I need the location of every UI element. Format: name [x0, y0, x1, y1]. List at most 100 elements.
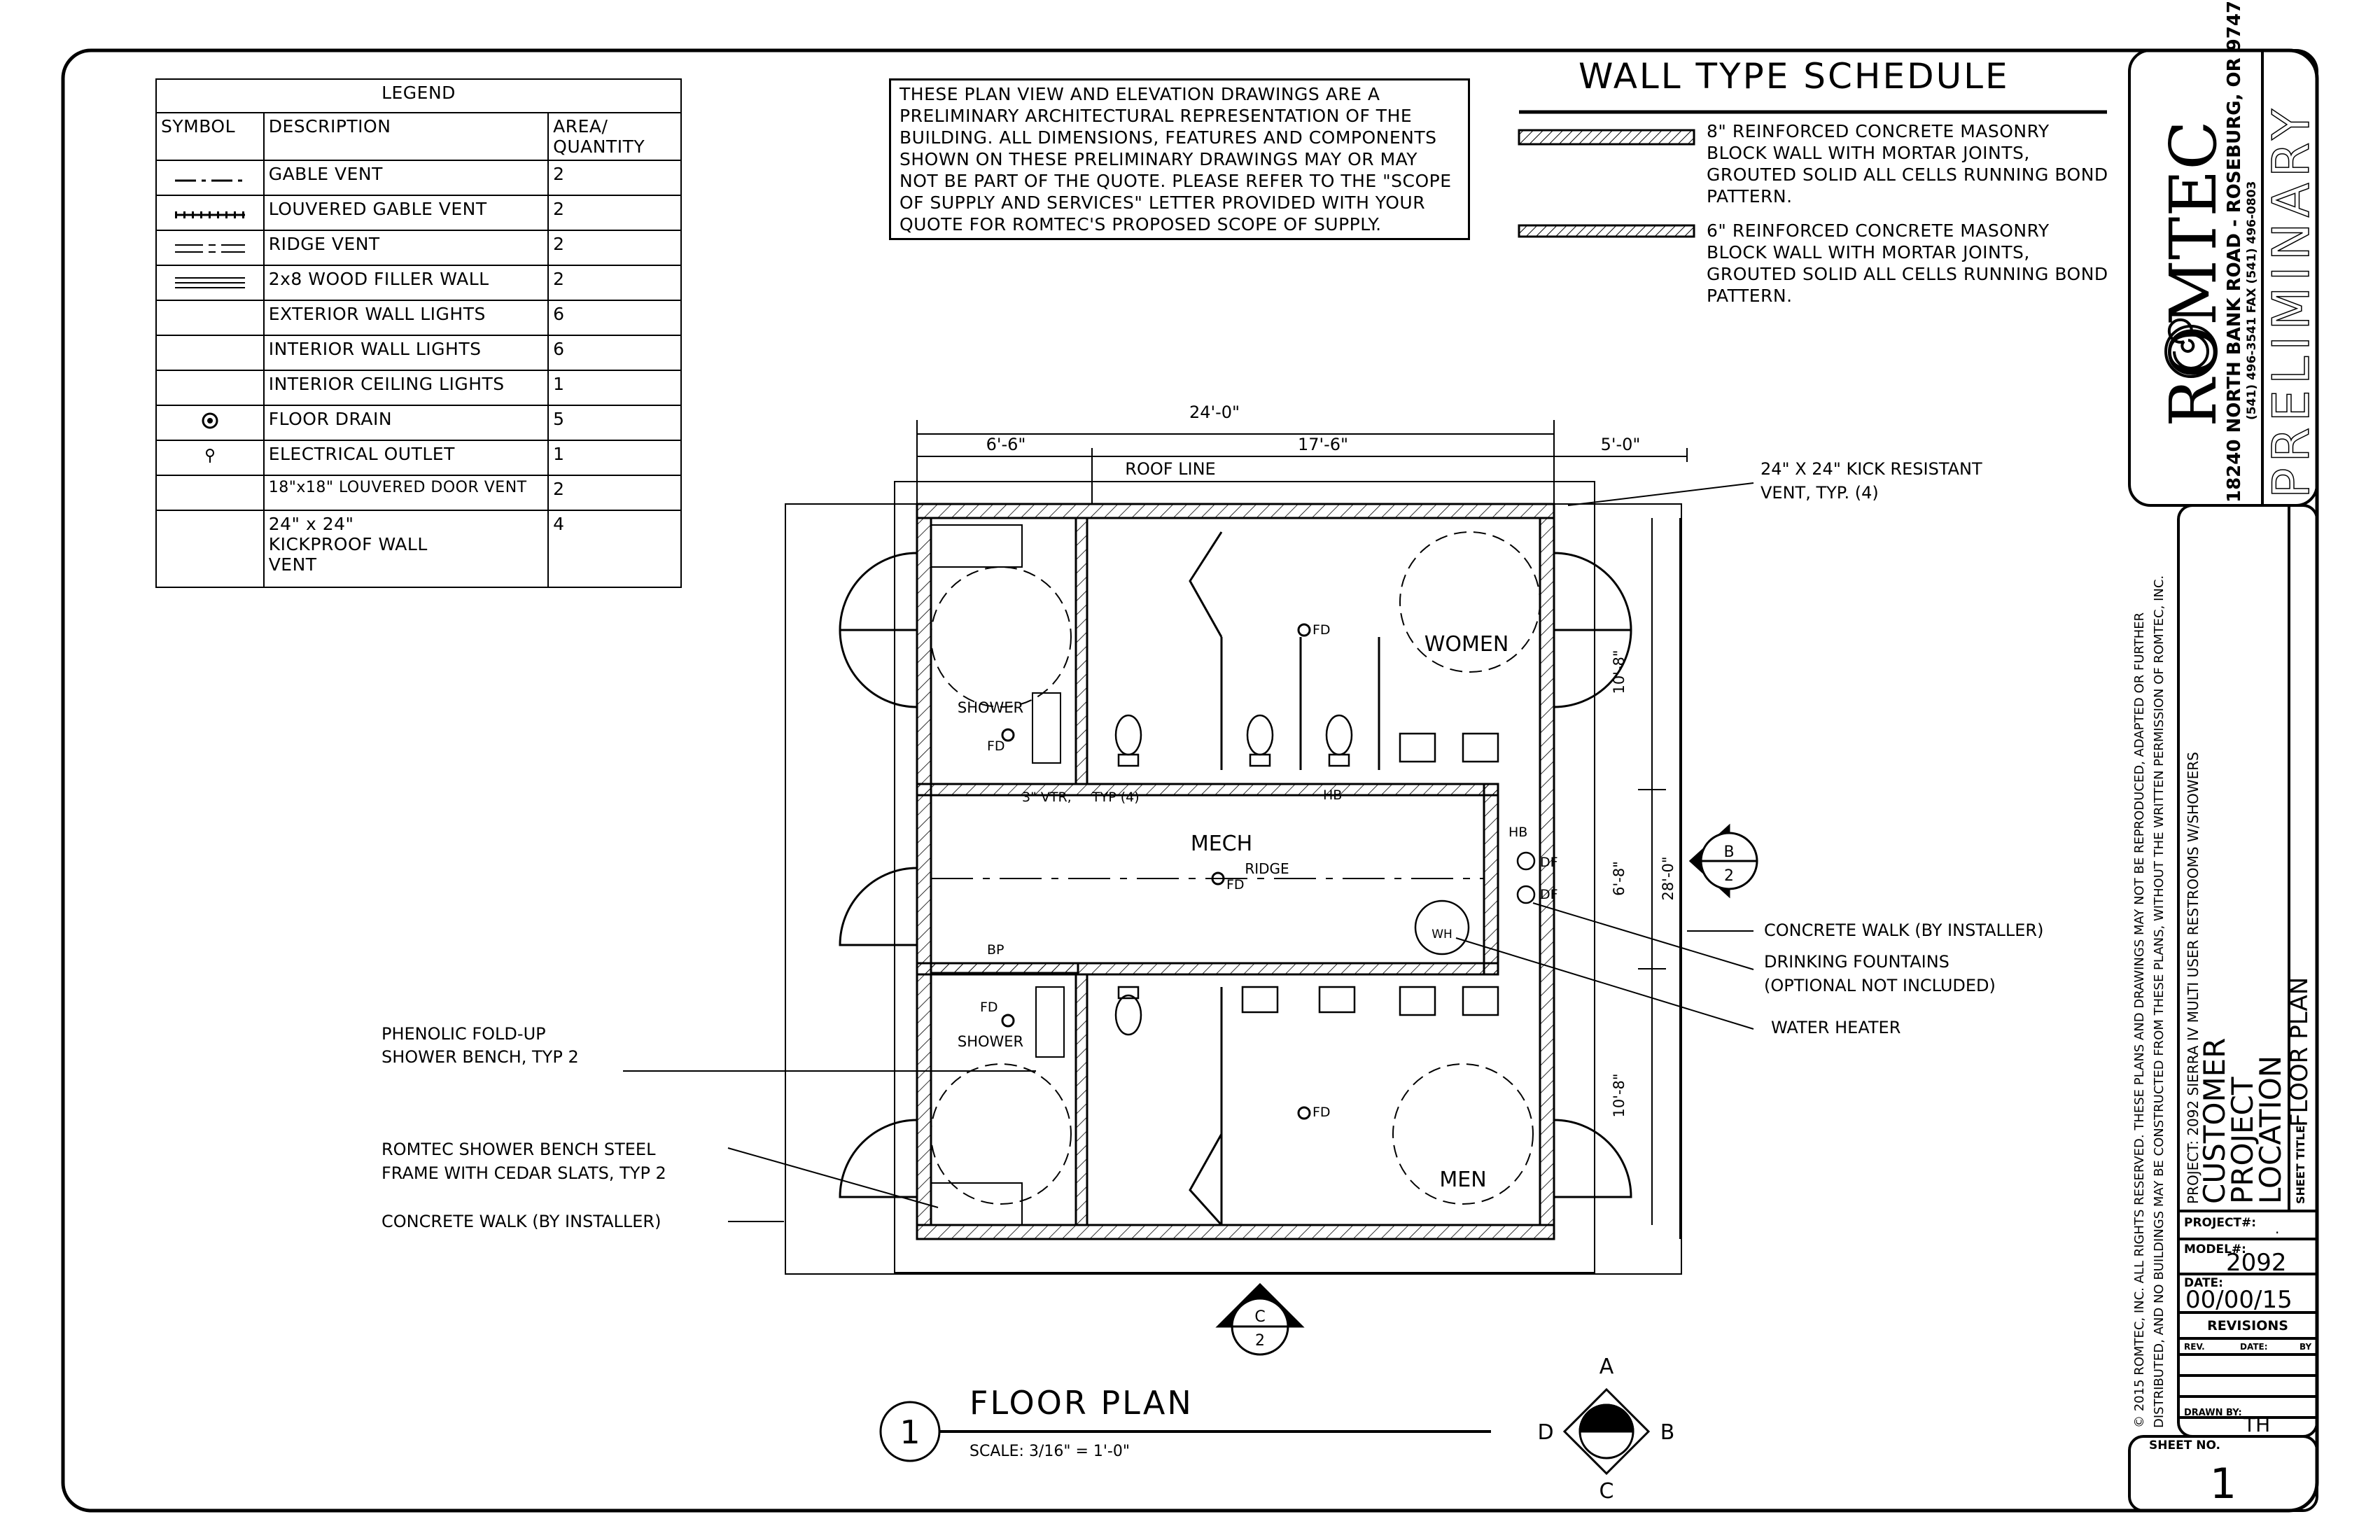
- north-arrow: [1562, 1387, 1651, 1476]
- copyright-line-2: DISTRIBUTED, AND NO BUILDINGS MAY BE CON…: [2152, 575, 2166, 1428]
- leader-lines: [623, 482, 1754, 1222]
- concrete-walk-left-label: CONCRETE WALK (BY INSTALLER): [382, 1212, 661, 1231]
- legend-description: ELECTRICAL OUTLET: [262, 440, 550, 476]
- plan-number: 1: [899, 1413, 920, 1451]
- plumbing-fixtures: [1114, 714, 1536, 1036]
- legend-row: LOUVERED GABLE VENT 2: [155, 195, 682, 231]
- typ4-label: TYP (4): [1091, 790, 1140, 805]
- exterior-walls: [916, 503, 1555, 1240]
- legend-quantity: 6: [547, 300, 682, 336]
- revisions-label: REVISIONS: [2207, 1318, 2288, 1334]
- section-b-number: 2: [1724, 867, 1734, 885]
- legend-quantity: 1: [547, 370, 682, 406]
- company-name: ROMTEC: [2156, 120, 2231, 427]
- mech-label: MECH: [1191, 832, 1252, 856]
- legend-title: LEGEND: [155, 78, 682, 113]
- legend-quantity: 2: [547, 160, 682, 196]
- dim-overall: 24'-0": [1189, 402, 1240, 422]
- legend-header-symbol: SYMBOL: [155, 112, 265, 161]
- legend-quantity: 2: [547, 265, 682, 301]
- shower-benches: [930, 524, 1065, 1226]
- legend-symbol-empty: [155, 370, 265, 406]
- customer-text: CUSTOMER: [2197, 1038, 2232, 1204]
- legend-quantity: 6: [547, 335, 682, 371]
- concrete-walk-outline: [894, 481, 1595, 1273]
- phenolic-label: PHENOLIC FOLD-UP: [382, 1024, 546, 1044]
- disclaimer-note: THESE PLAN VIEW AND ELEVATION DRAWINGS A…: [889, 78, 1470, 240]
- legend-header-description: DESCRIPTION: [262, 112, 550, 161]
- kick-vent-label: 24" x 24" KICK RESISTANT: [1760, 459, 1982, 479]
- compass-s: C: [1600, 1479, 1614, 1504]
- company-address: 18240 NORTH BANK ROAD - ROSEBURG, OR 974…: [2224, 0, 2245, 503]
- legend-description: 2x8 WOOD FILLER WALL: [262, 265, 550, 301]
- legend-description: LOUVERED GABLE VENT: [262, 195, 550, 231]
- plan-scale: SCALE: 3/16" = 1'-0": [969, 1443, 1130, 1460]
- interior-walls: [930, 517, 1380, 1226]
- section-c-letter: C: [1254, 1308, 1265, 1326]
- electrical-outlet-icon: [155, 440, 265, 476]
- floor-plan: [623, 420, 1758, 1476]
- ridge-label: RIDGE: [1245, 860, 1289, 877]
- bench-frame-label-2: FRAME WITH CEDAR SLATS, TYP 2: [382, 1163, 666, 1183]
- sheet-title-label: SHEET TITLE:: [2294, 1121, 2307, 1204]
- legend-description: 24" x 24" KICKPROOF WALL VENT: [262, 510, 550, 588]
- bp-label: BP: [987, 942, 1004, 958]
- fountains-label: DRINKING FOUNTAINS: [1764, 952, 1949, 972]
- roof-line-label: ROOF LINE: [1125, 459, 1215, 479]
- rev-by-col: BY: [2300, 1342, 2311, 1352]
- legend-description: FLOOR DRAIN: [262, 405, 550, 441]
- model-value: 2092: [2226, 1249, 2287, 1277]
- sheet-no-label: SHEET NO.: [2149, 1438, 2220, 1452]
- concrete-walk-right-label: CONCRETE WALK (BY INSTALLER): [1764, 920, 2043, 940]
- phenolic-label-2: SHOWER BENCH, TYP 2: [382, 1047, 579, 1067]
- sheet-no-value: 1: [2210, 1460, 2236, 1508]
- legend-symbol-empty: [155, 475, 265, 511]
- legend-row: INTERIOR CEILING LIGHTS 1: [155, 370, 682, 406]
- legend-row: FLOOR DRAIN 5: [155, 405, 682, 441]
- compass-n: A: [1600, 1354, 1614, 1379]
- compass-w: D: [1537, 1420, 1553, 1445]
- shower-top-label: SHOWER: [958, 699, 1023, 716]
- legend-description: RIDGE VENT: [262, 230, 550, 266]
- dim-right: 5'-0": [1601, 435, 1641, 454]
- fd-label-3: FD: [1226, 877, 1245, 892]
- legend-description: 18"x18" LOUVERED DOOR VENT: [262, 475, 550, 511]
- bench-frame-label: ROMTEC SHOWER BENCH STEEL: [382, 1140, 656, 1159]
- legend-row: RIDGE VENT 2: [155, 230, 682, 266]
- sheet-title-value: FLOOR PLAN: [2286, 977, 2314, 1127]
- section-b-letter: B: [1723, 844, 1734, 861]
- shower-bot-label: SHOWER: [958, 1033, 1023, 1050]
- project-no-value: .: [2275, 1220, 2279, 1237]
- dim-mid: 17'-6": [1298, 435, 1348, 454]
- legend-symbol-empty: [155, 510, 265, 588]
- wall-type-symbols: [1518, 110, 2107, 238]
- fountains-label-2: (OPTIONAL NOT INCLUDED): [1764, 976, 1996, 995]
- romtec-logo-icon: [2164, 318, 2218, 378]
- legend-row: 24" x 24" KICKPROOF WALL VENT 4: [155, 510, 682, 588]
- wood-filler-wall-symbol: [155, 265, 265, 301]
- compass-e: B: [1660, 1420, 1675, 1445]
- rev-date-col: DATE:: [2240, 1342, 2268, 1352]
- legend-quantity: 4: [547, 510, 682, 588]
- df-label-2: DF: [1540, 887, 1558, 902]
- men-label: MEN: [1439, 1168, 1486, 1192]
- drawn-by-value: TH: [2243, 1413, 2270, 1436]
- legend-row: GABLE VENT 2: [155, 160, 682, 196]
- turning-circles: [930, 531, 1541, 1205]
- rev-col: REV.: [2184, 1342, 2205, 1352]
- gable-vent-symbol: [155, 160, 265, 196]
- legend-row: EXTERIOR WALL LIGHTS 6: [155, 300, 682, 336]
- legend-table: LEGEND SYMBOL DESCRIPTION AREA/ QUANTITY…: [155, 78, 682, 588]
- women-label: WOMEN: [1424, 632, 1509, 657]
- legend-row: 2x8 WOOD FILLER WALL 2: [155, 265, 682, 301]
- title-block: [2128, 49, 2318, 1512]
- dim-v-bot: 10'-8": [1611, 1073, 1628, 1117]
- legend-quantity: 2: [547, 230, 682, 266]
- dimension-lines: [916, 420, 1688, 1239]
- wall-type-8in-description: 8" REINFORCED CONCRETE MASONRY BLOCK WAL…: [1707, 121, 2108, 206]
- dim-left: 6'-6": [986, 435, 1026, 454]
- wh-label: WH: [1432, 927, 1452, 941]
- fd-label-1: FD: [987, 738, 1005, 754]
- legend-quantity: 5: [547, 405, 682, 441]
